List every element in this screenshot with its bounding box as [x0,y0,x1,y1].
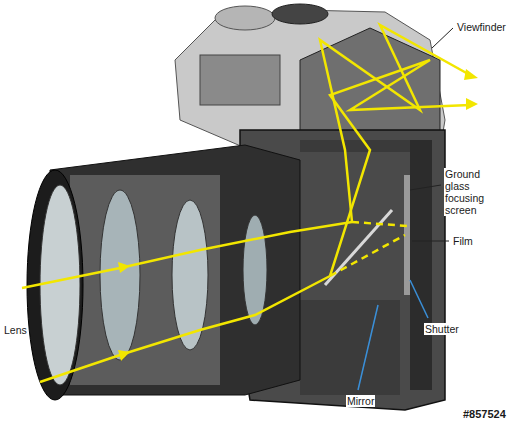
part-label: Ground glass focusing screen [444,168,508,216]
part-label: Viewfinder [456,21,507,33]
part-label: Film [452,235,474,247]
part-label: Lens [3,324,28,336]
part-label: Shutter [424,323,460,335]
part-label: Mirror [346,395,375,407]
image-number: #857524 [462,408,507,420]
